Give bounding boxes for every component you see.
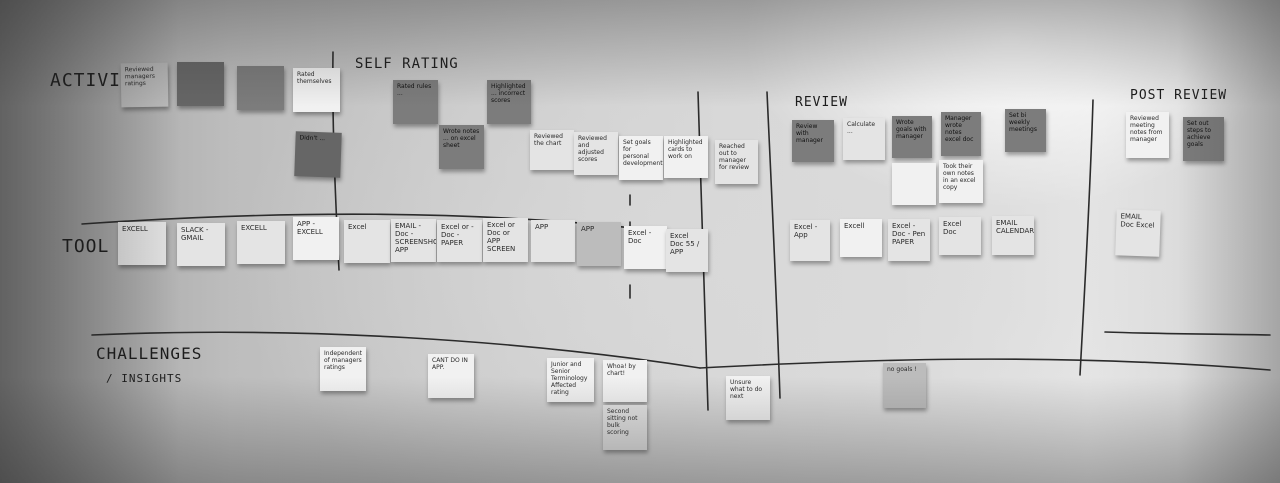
sticky-note: Excell [840, 219, 882, 257]
row-line-challenges-b [699, 358, 1271, 371]
sticky-note: Wrote notes ... on excel sheet [439, 125, 484, 169]
heading-review: REVIEW [795, 95, 848, 110]
sticky-note: Excel Doc 55 / APP [666, 229, 708, 272]
sticky-note: EMAIL CALENDAR [992, 216, 1034, 255]
sticky-note: Review with manager [792, 120, 834, 162]
sticky-note [237, 66, 284, 110]
heading-activity: ACTIVITY [50, 70, 145, 91]
sticky-note: Rated themselves [293, 68, 340, 112]
row-line-right [1104, 331, 1271, 336]
sticky-note: Reviewed and adjusted scores [574, 132, 618, 175]
sticky-note: Reached out to manager for review [715, 140, 758, 184]
sticky-note: Excel or - Doc - PAPER [437, 220, 482, 262]
heading-insights: / INSIGHTS [106, 372, 183, 385]
heading-post-review: POST REVIEW [1130, 88, 1228, 103]
sticky-note: Set out steps to achieve goals [1183, 117, 1224, 161]
sticky-note: Didn't ... [294, 131, 342, 178]
sticky-note: APP - EXCELL [293, 217, 339, 260]
sticky-note: Excel - Doc - Pen PAPER [888, 219, 930, 261]
heading-tool: TOOL [62, 236, 110, 257]
sticky-note: SLACK - GMAIL [177, 223, 225, 266]
sticky-note: Independent of managers ratings [320, 347, 366, 391]
sticky-note: Excel Doc [939, 217, 981, 255]
sticky-note: EMAIL Doc Excel [1115, 209, 1161, 257]
sticky-note: Excel - Doc [624, 226, 667, 269]
sticky-note: Excel - App [790, 220, 830, 261]
sticky-note: CANT DO IN APP. [428, 354, 474, 398]
sticky-note: Set goals for personal development [619, 136, 663, 180]
sticky-note: Excel [344, 220, 390, 263]
sticky-note: no goals ! [883, 363, 926, 408]
sticky-note [177, 62, 224, 106]
divider-line-self-review [697, 91, 709, 411]
sticky-note: Reviewed managers ratings [120, 62, 169, 108]
sticky-note: Wrote goals with manager [892, 116, 932, 158]
sticky-note: Unsure what to do next [726, 376, 770, 420]
sticky-note: Highlighted cards to work on [664, 136, 708, 178]
sticky-note: Set bi weekly meetings [1005, 109, 1046, 152]
sticky-note: Junior and Senior Terminology Affected r… [547, 358, 594, 402]
sticky-note: Rated rules ... [393, 80, 438, 124]
sticky-note: Excel or Doc or APP SCREEN [483, 218, 528, 262]
sticky-note: Whoa! by chart! [603, 360, 647, 402]
sticky-note [892, 163, 936, 205]
sticky-note: Calculate ... [843, 118, 885, 160]
heading-challenges: CHALLENGES [96, 344, 203, 363]
sticky-note: EXCELL [118, 222, 166, 265]
heading-self-rating: SELF RATING [355, 56, 459, 72]
sticky-note: EMAIL - Doc - SCREENSHOT APP [391, 219, 436, 262]
sticky-note: APP [577, 222, 621, 266]
sticky-note: Reviewed meeting notes from manager [1126, 112, 1169, 158]
sticky-note: Second sitting not bulk scoring [603, 405, 647, 450]
row-line-challenges-a [91, 331, 701, 369]
sticky-note: Manager wrote notes excel doc [941, 112, 981, 156]
sticky-note: EXCELL [237, 221, 285, 264]
sticky-note: Reviewed the chart [530, 130, 574, 170]
sticky-note: Highlighted ... incorrect scores [487, 80, 531, 124]
divider-line-post-review [1079, 99, 1094, 376]
divider-line-review [766, 91, 781, 399]
sticky-note: Took their own notes in an excel copy [939, 160, 983, 203]
sticky-note: APP [531, 220, 575, 262]
